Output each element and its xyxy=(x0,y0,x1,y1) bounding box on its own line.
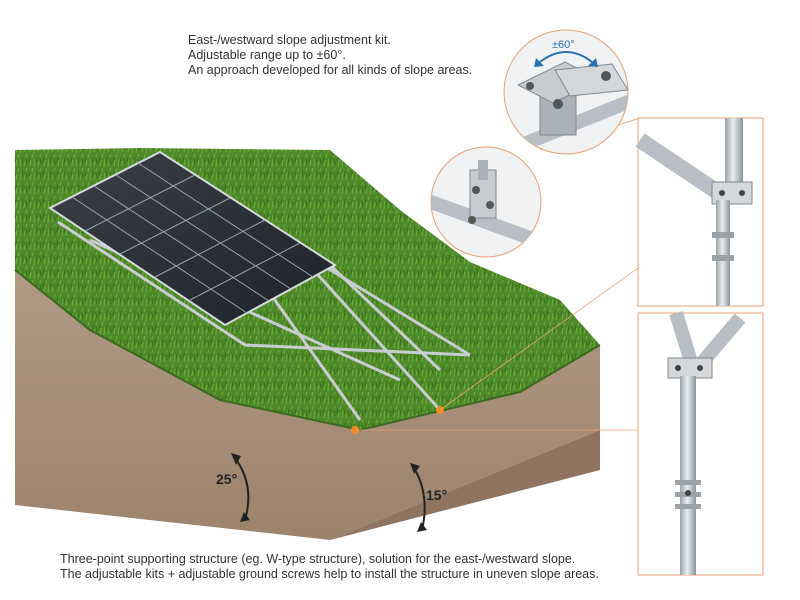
soil-right-face xyxy=(330,430,600,540)
top-caption-line-1: East-/westward slope adjustment kit. xyxy=(188,33,391,47)
rotation-arrow-icon xyxy=(539,51,593,63)
bottom-caption-line-1: Three-point supporting structure (eg. W-… xyxy=(60,552,576,566)
slope-angle-left: 25° xyxy=(216,453,250,522)
slope-angle-left-label: 25° xyxy=(216,471,237,487)
top-caption-line-3: An approach developed for all kinds of s… xyxy=(188,63,473,77)
detail-frame-post-upper xyxy=(635,117,764,307)
top-caption: East-/westward slope adjustment kit. Adj… xyxy=(188,33,472,78)
top-caption-line-2: Adjustable range up to ±60°. xyxy=(188,48,346,62)
slope-angle-right: 15° xyxy=(410,463,447,532)
kit-range-label: ±60° xyxy=(552,39,575,51)
slope-angle-right-label: 15° xyxy=(426,487,447,503)
support-legs xyxy=(68,225,442,430)
solar-array xyxy=(48,150,471,434)
bottom-caption-line-2: The adjustable kits + adjustable ground … xyxy=(60,567,599,581)
detail-circle-adjustment-kit: ±60° xyxy=(503,29,629,155)
bottom-caption: Three-point supporting structure (eg. W-… xyxy=(60,552,599,582)
detail-circle-bracket xyxy=(430,146,542,258)
detail-frame-post-lower xyxy=(637,310,764,576)
pv-cell-grid xyxy=(71,162,314,314)
soil-front-face xyxy=(15,270,600,540)
